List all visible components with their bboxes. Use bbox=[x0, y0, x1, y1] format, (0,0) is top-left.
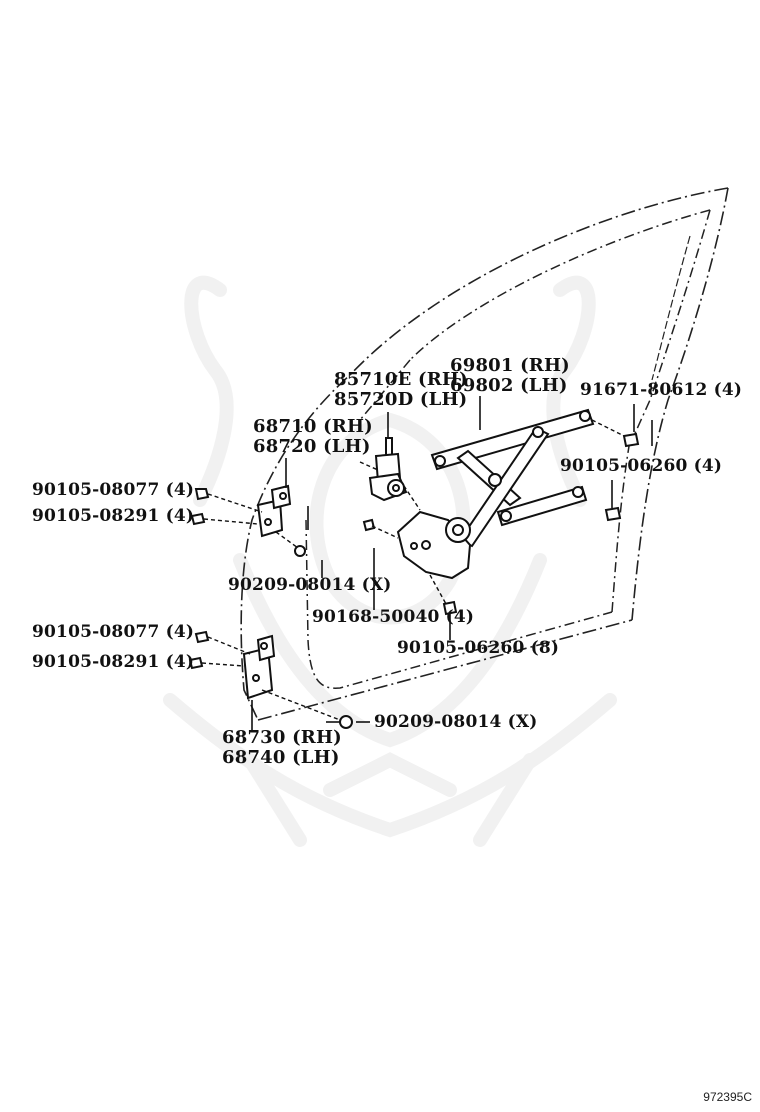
leader-lines bbox=[251, 396, 653, 730]
window-regulator bbox=[396, 408, 595, 580]
door-frame bbox=[240, 187, 729, 721]
guide-lines bbox=[651, 235, 691, 381]
bolt-lower-regulator-label: 90105-06260 (8) bbox=[397, 638, 560, 658]
washer-upper-label: 90209-08014 (X) bbox=[228, 575, 392, 595]
screw-90168-label: 90168-50040 (4) bbox=[312, 607, 475, 627]
fasteners bbox=[188, 432, 640, 729]
regulator-rh-label: 69801 (RH) bbox=[450, 355, 570, 376]
lower-hinge-rh-label: 68730 (RH) bbox=[222, 727, 342, 748]
upper-hinge-part-label: 68710 (RH) 68720 (LH) bbox=[253, 417, 373, 457]
inner-panel bbox=[305, 209, 711, 689]
motor-rh-label: 85710E (RH) bbox=[334, 369, 468, 390]
regulator-part-label: 69801 (RH) 69802 (LH) bbox=[450, 356, 570, 396]
dashed-leaders bbox=[201, 419, 625, 721]
lower-hinge-part-label: 68730 (RH) 68740 (LH) bbox=[222, 728, 342, 768]
lower-hinge-lh-label: 68740 (LH) bbox=[222, 747, 340, 768]
regulator-lh-label: 69802 (LH) bbox=[450, 375, 568, 396]
watermark-emblem bbox=[163, 275, 617, 847]
bolt-91671-label: 91671-80612 (4) bbox=[580, 380, 743, 400]
motor-lh-label: 85720D (LH) bbox=[334, 389, 468, 410]
upper-hinge-lh-label: 68720 (LH) bbox=[253, 436, 371, 457]
bolt-upper-2-label: 90105-08291 (4) bbox=[32, 506, 195, 526]
washer-lower-label: 90209-08014 (X) bbox=[374, 712, 538, 732]
lower-hinge bbox=[242, 634, 276, 700]
bolt-lower-2-label: 90105-08291 (4) bbox=[32, 652, 195, 672]
motor-part-label: 85710E (RH) 85720D (LH) bbox=[334, 370, 468, 410]
upper-hinge-rh-label: 68710 (RH) bbox=[253, 416, 373, 437]
bolt-upper-1-label: 90105-08077 (4) bbox=[32, 480, 195, 500]
bolt-right-upper-label: 90105-06260 (4) bbox=[560, 456, 723, 476]
window-motor bbox=[368, 437, 408, 502]
bolt-lower-1-label: 90105-08077 (4) bbox=[32, 622, 195, 642]
upper-hinge bbox=[256, 484, 292, 538]
diagram-ref-code: 972395C bbox=[703, 1090, 752, 1104]
